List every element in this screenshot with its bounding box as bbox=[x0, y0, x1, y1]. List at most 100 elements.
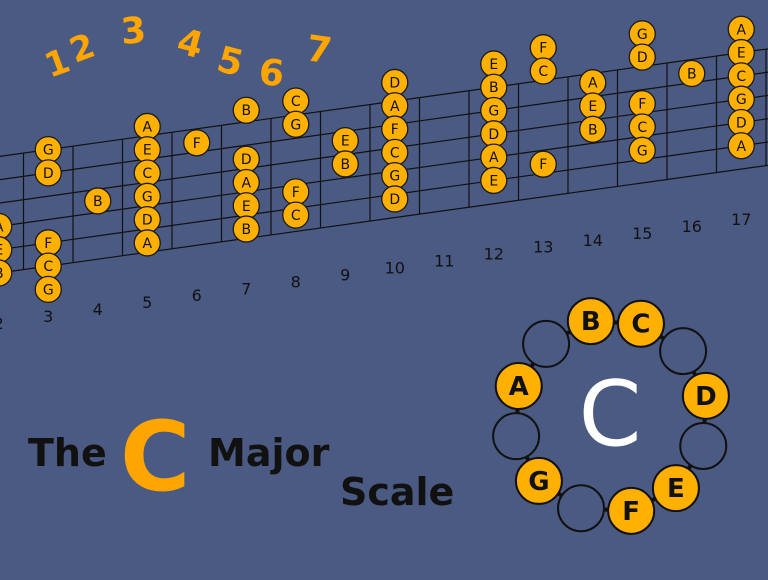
fret-number: 11 bbox=[434, 252, 454, 271]
fret-note: E bbox=[480, 166, 508, 195]
fret-note: B bbox=[84, 187, 112, 215]
circle-note-label: F bbox=[622, 497, 640, 527]
note-dot bbox=[727, 132, 755, 160]
fret-numbers: 234567891011121314151617 bbox=[0, 210, 751, 333]
fret-note: F bbox=[628, 90, 656, 118]
note-label: G bbox=[389, 169, 400, 185]
note-label: C bbox=[538, 64, 548, 80]
fret-note: G bbox=[34, 135, 62, 164]
note-label: C bbox=[291, 208, 301, 224]
fret-note: D bbox=[133, 205, 161, 234]
fret-number: 14 bbox=[583, 231, 603, 250]
note-label: D bbox=[389, 192, 400, 208]
note-label: F bbox=[391, 122, 399, 138]
fret-note: B bbox=[0, 259, 13, 287]
note-label: G bbox=[43, 143, 54, 159]
circle-note-dot bbox=[494, 362, 543, 411]
circle-note-dot bbox=[522, 319, 571, 368]
circle-empty-slot bbox=[492, 412, 541, 461]
circle-note-dot bbox=[651, 464, 700, 513]
fret-note: D bbox=[34, 159, 62, 187]
note-dot bbox=[480, 166, 508, 195]
circle-note-dot bbox=[557, 484, 606, 533]
note-label: A bbox=[588, 76, 598, 92]
note-dot bbox=[529, 150, 557, 178]
fret-note: E bbox=[480, 50, 508, 78]
fret-note: E bbox=[727, 38, 755, 67]
fret-note: G bbox=[282, 110, 310, 138]
fretboard: 234567891011121314151617 AEBGDFCGBAECGDA… bbox=[0, 15, 768, 333]
fretboard-frets bbox=[22, 49, 767, 270]
fret-note: G bbox=[628, 136, 656, 164]
note-label: G bbox=[637, 143, 648, 159]
note-label: C bbox=[637, 120, 647, 136]
fret-note: A bbox=[381, 92, 409, 120]
note-label: G bbox=[142, 189, 153, 205]
note-label: A bbox=[736, 22, 746, 38]
circle-note-label: E bbox=[667, 474, 685, 504]
note-label: D bbox=[736, 115, 747, 131]
note-label: C bbox=[291, 94, 301, 110]
note-label: D bbox=[241, 152, 252, 168]
fret-number: 13 bbox=[533, 238, 553, 257]
fret-note: A bbox=[133, 229, 161, 257]
note-label: D bbox=[389, 75, 400, 91]
fret-note: A bbox=[133, 112, 161, 141]
fret-note: C bbox=[133, 159, 161, 187]
note-label: E bbox=[588, 99, 597, 115]
fret-note: G bbox=[133, 182, 161, 210]
fret-number: 3 bbox=[43, 307, 53, 326]
note-label: F bbox=[44, 236, 52, 252]
fret-note: D bbox=[232, 145, 260, 173]
string-line bbox=[0, 164, 768, 274]
note-label: A bbox=[142, 119, 152, 135]
circle-center-label: C bbox=[579, 362, 642, 467]
degree-5: 5 bbox=[213, 39, 248, 85]
title: The C Major Scale bbox=[28, 401, 454, 514]
fret-number: 7 bbox=[241, 279, 251, 298]
title-major: Major bbox=[208, 431, 330, 475]
circle-note-dot bbox=[679, 421, 728, 470]
circle-note: G bbox=[514, 456, 563, 505]
note-dot bbox=[34, 159, 62, 187]
note-label: G bbox=[736, 92, 747, 108]
note-dot bbox=[579, 115, 607, 143]
circle-note-dot bbox=[492, 412, 541, 461]
fret-note: F bbox=[34, 229, 62, 257]
circle-empty-slot bbox=[659, 327, 708, 376]
note-dot bbox=[0, 212, 13, 241]
fret-number: 4 bbox=[93, 300, 103, 319]
note-label: B bbox=[588, 122, 598, 138]
fret-note: C bbox=[529, 57, 557, 85]
fret-note: B bbox=[331, 150, 359, 178]
fret-note: E bbox=[232, 192, 260, 220]
note-label: F bbox=[539, 157, 547, 173]
circle-note-label: A bbox=[509, 372, 529, 402]
scale-degree-numbers: 1 2 3 4 5 6 7 bbox=[39, 10, 334, 95]
note-label: B bbox=[93, 194, 103, 210]
degree-7: 7 bbox=[304, 28, 335, 72]
degree-3: 3 bbox=[119, 10, 148, 53]
fret-note: A bbox=[480, 143, 508, 171]
circle-note: E bbox=[651, 464, 700, 513]
circle-note-label: G bbox=[528, 467, 549, 497]
fret-note: G bbox=[480, 96, 508, 125]
note-label: C bbox=[390, 145, 400, 161]
fret-note: F bbox=[529, 150, 557, 178]
fret-note: C bbox=[34, 252, 62, 280]
fret-note: B bbox=[232, 215, 260, 243]
fret-note: A bbox=[727, 132, 755, 160]
note-label: A bbox=[0, 219, 4, 235]
circle-note-dot bbox=[607, 486, 656, 535]
note-label: A bbox=[390, 99, 400, 115]
fret-note: E bbox=[579, 92, 607, 120]
note-dot bbox=[628, 136, 656, 164]
note-label: F bbox=[292, 185, 300, 201]
note-label: E bbox=[489, 173, 498, 189]
circle-note: F bbox=[607, 486, 656, 535]
note-dot bbox=[628, 43, 656, 71]
circle-note-dot bbox=[681, 371, 730, 420]
degree-4: 4 bbox=[173, 21, 208, 67]
